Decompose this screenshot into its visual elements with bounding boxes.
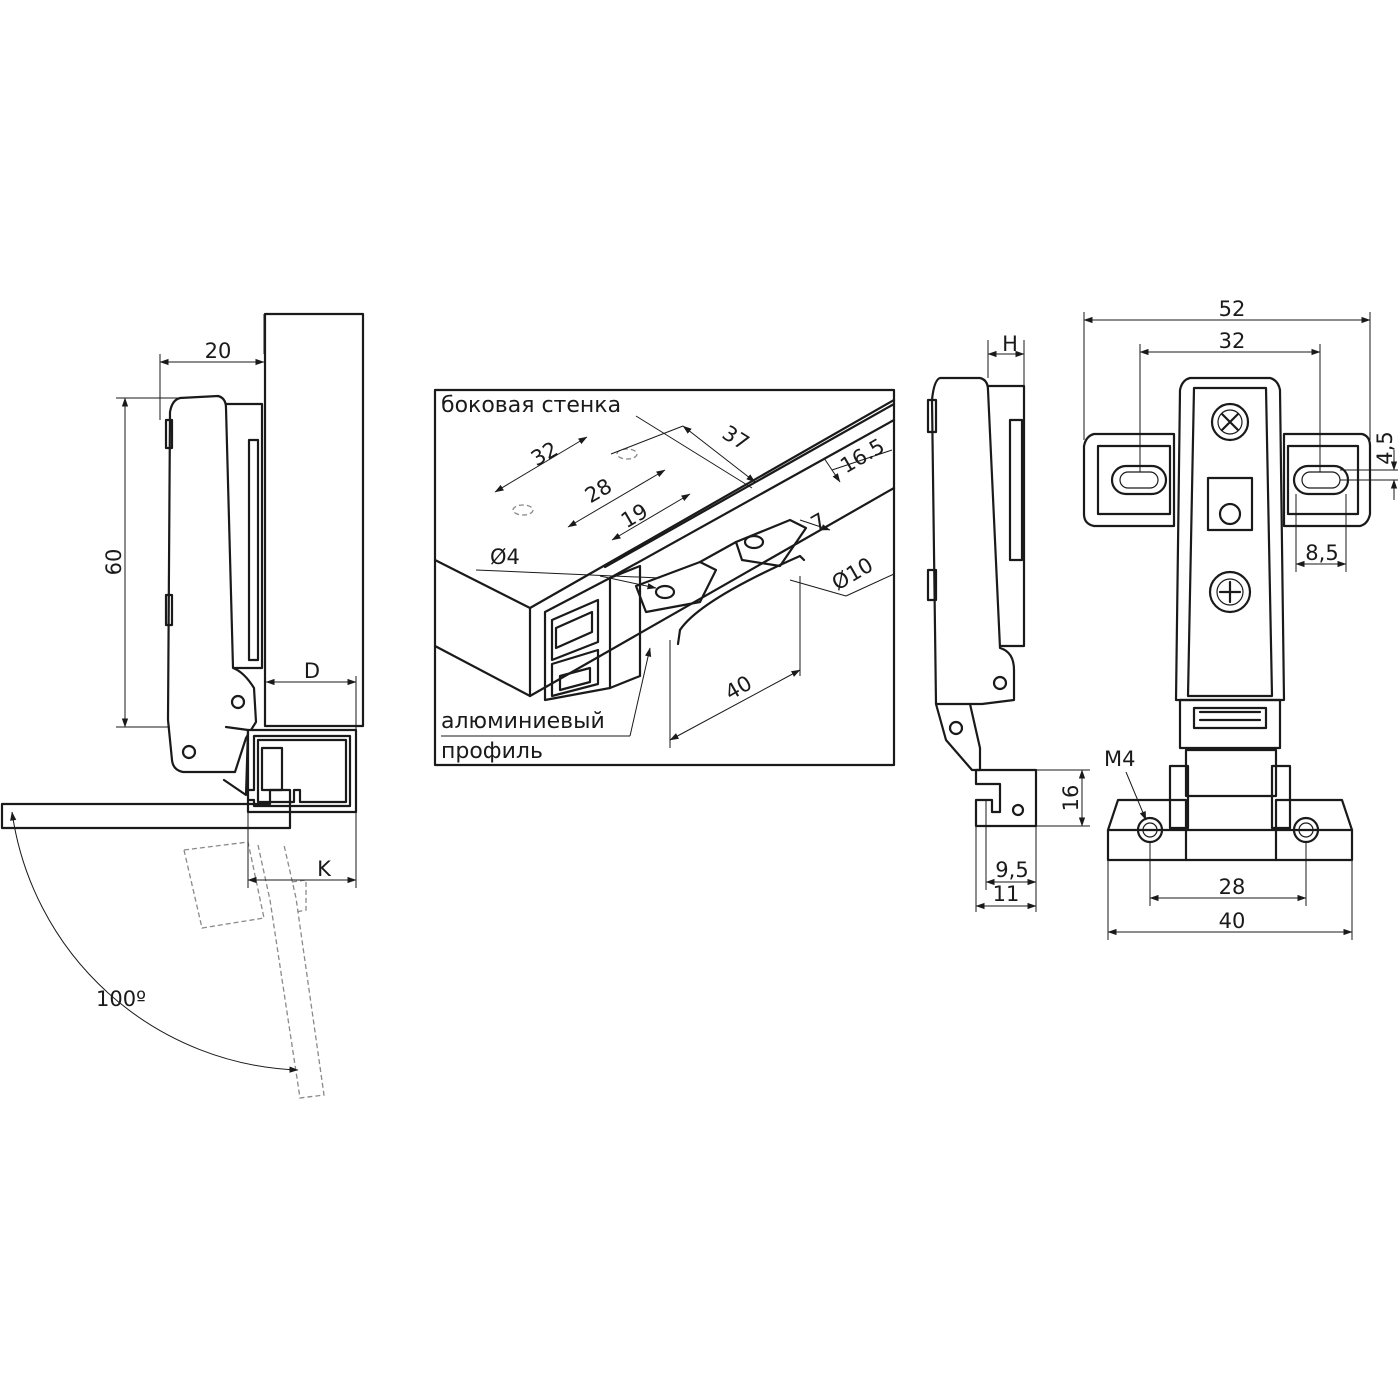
dim-37: 37 [718,421,753,456]
hinge-arm [166,394,258,774]
fixing-screw [1208,570,1252,614]
dim-d: D [304,659,320,683]
side-view: 20 60 D K 100º [0,312,365,1099]
hole-4 [654,584,676,600]
dim-52: 52 [1219,297,1246,321]
aluminium-profile-section [246,728,358,814]
dim-8-5: 8,5 [1305,541,1338,565]
hinge-profile-body [930,376,1016,706]
cabinet-wall [263,312,365,728]
dim-60: 60 [102,549,126,576]
dim-4-5: 4,5 [1373,431,1397,464]
slot-hole [1110,464,1168,496]
dim-d10: Ø10 [828,553,877,595]
dim-32-front: 32 [1219,329,1246,353]
dim-16: 16 [1059,785,1083,812]
hinge-front-body [1174,376,1286,702]
dim-28: 28 [581,474,616,508]
mounting-plate [634,560,718,614]
dim-h: H [1002,332,1018,356]
dim-20: 20 [205,339,232,363]
dim-k: K [317,857,332,881]
dim-m4: M4 [1104,747,1135,771]
base-plate [1106,798,1354,862]
profile-view: H 16 9,5 11 [926,332,1090,912]
pivot-pin [181,744,197,760]
detail-frame [433,388,896,767]
wall-label: боковая стенка [441,393,621,418]
profile-label-line-2: профиль [441,739,543,764]
door-panel-closed [0,788,292,830]
door-panel-open [257,844,325,1099]
adjustment-screw [1210,402,1250,442]
front-view: 52 32 4,5 8,5 M4 28 40 [1082,297,1398,940]
mounting-wings [1082,432,1176,528]
profile-label-line-1: алюминиевый [441,709,605,734]
dim-19: 19 [617,499,652,533]
dim-16-5: 16.5 [836,434,889,478]
dim-11: 11 [993,882,1020,906]
pivot-pin [230,694,246,710]
dim-40-front: 40 [1219,909,1246,933]
dim-9-5: 9,5 [995,858,1028,882]
dim-d4: Ø4 [490,545,520,569]
dim-7: 7 [807,508,831,535]
angle-100: 100º [96,987,146,1011]
detail-view: 32 37 28 19 16.5 7 Ø4 Ø10 40 боковая сте… [433,388,896,767]
dim-28-front: 28 [1219,875,1246,899]
base-bracket [974,768,1038,828]
dim-40: 40 [721,671,756,705]
dim-32: 32 [527,437,562,471]
